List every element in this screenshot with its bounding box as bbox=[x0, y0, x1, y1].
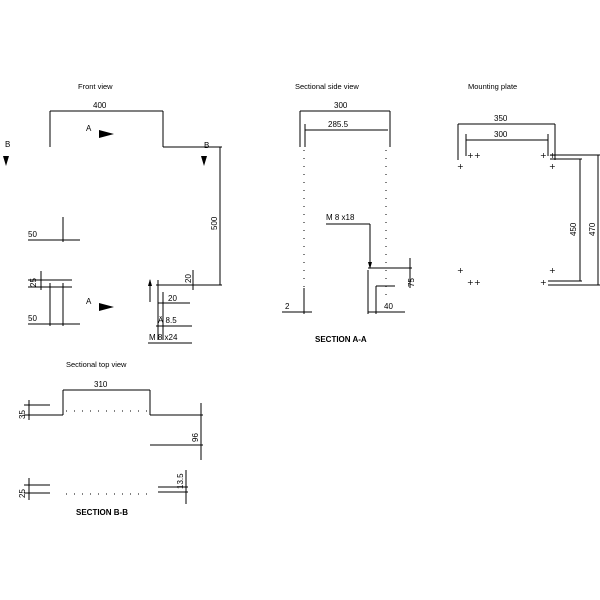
side-dim-300-label: 300 bbox=[334, 101, 348, 110]
plate-dim-350-label: 350 bbox=[494, 114, 508, 123]
front-dim-20-vertical-label: 20 bbox=[184, 274, 193, 283]
side-bolt-spec-label: M 8 x18 bbox=[326, 213, 355, 222]
section-bb-label: SECTION B-B bbox=[76, 508, 128, 517]
top-dim-310-label: 310 bbox=[94, 380, 108, 389]
section-arrow-b-left bbox=[3, 156, 9, 166]
section-label-b-left: B bbox=[5, 140, 10, 149]
plate-hole-marker: + bbox=[540, 278, 547, 287]
front-dim-25-label: 25 bbox=[29, 278, 38, 287]
plate-hole-marker: + bbox=[549, 266, 556, 275]
plate-hole-marker: + bbox=[549, 162, 556, 171]
sectional-side-view: Sectional side view 300 285.5 M 8 x18 75… bbox=[282, 82, 416, 344]
section-label-a-top: A bbox=[86, 124, 92, 133]
front-view: Front view 400 A 500 B B 50 25 50 bbox=[3, 82, 222, 344]
plate-dim-300-label: 300 bbox=[494, 130, 508, 139]
plate-hole-marker: + bbox=[474, 278, 481, 287]
front-height-label: 500 bbox=[210, 216, 219, 230]
front-width-label: 400 bbox=[93, 101, 107, 110]
section-label-a-bottom: A bbox=[86, 297, 92, 306]
section-arrow-b-right bbox=[201, 156, 207, 166]
section-aa-label: SECTION A-A bbox=[315, 335, 367, 344]
plate-dim-450-label: 450 bbox=[569, 222, 578, 236]
plate-hole-marker: + bbox=[474, 151, 481, 160]
plate-hole-marker: + bbox=[540, 151, 547, 160]
top-dim-35-label: 35 bbox=[18, 410, 27, 419]
side-bolt-arrowhead bbox=[368, 262, 372, 269]
top-view-title: Sectional top view bbox=[66, 360, 127, 369]
front-bolt-spec-label: M 8 x24 bbox=[149, 333, 178, 342]
front-detail-arrowhead bbox=[148, 279, 152, 286]
side-dim-75-label: 75 bbox=[407, 278, 416, 287]
section-arrow-a-top bbox=[99, 130, 114, 138]
plate-hole-marker: + bbox=[467, 278, 474, 287]
mounting-plate-view: Mounting plate 350 300 + + + + + + + + +… bbox=[457, 82, 600, 287]
front-hole-diameter-label: Ä 8.5 bbox=[158, 316, 177, 325]
plate-hole-marker: + bbox=[457, 162, 464, 171]
plate-hole-marker: + bbox=[457, 266, 464, 275]
front-view-title: Front view bbox=[78, 82, 113, 91]
front-dim-50-bottom-label: 50 bbox=[28, 314, 37, 323]
side-dim-40-label: 40 bbox=[384, 302, 393, 311]
top-dim-25-label: 25 bbox=[18, 489, 27, 498]
front-dim-20-horizontal-label: 20 bbox=[168, 294, 177, 303]
plate-dim-470-label: 470 bbox=[588, 222, 597, 236]
side-dim-285-label: 285.5 bbox=[328, 120, 349, 129]
side-view-title: Sectional side view bbox=[295, 82, 359, 91]
sectional-top-view: Sectional top view 310 35 96 25 13.5 SEC… bbox=[18, 360, 203, 517]
plate-hole-marker: + bbox=[467, 151, 474, 160]
top-dim-13-5-label: 13.5 bbox=[176, 473, 185, 489]
section-arrow-a-bottom bbox=[99, 303, 114, 311]
mounting-plate-title: Mounting plate bbox=[468, 82, 517, 91]
top-dim-96-label: 96 bbox=[191, 433, 200, 442]
side-dim-2-label: 2 bbox=[285, 302, 290, 311]
front-dim-50-top-label: 50 bbox=[28, 230, 37, 239]
section-label-b-right: B bbox=[204, 141, 209, 150]
